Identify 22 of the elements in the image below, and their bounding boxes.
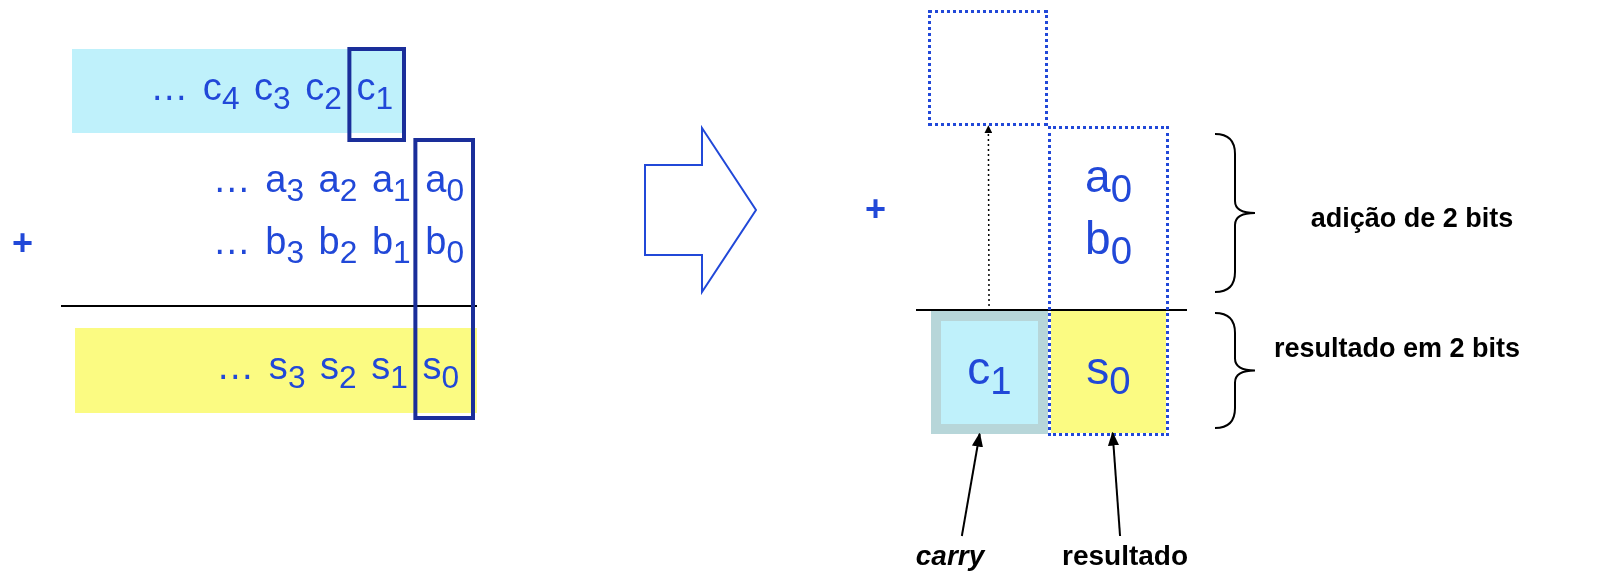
sum-digits: … s$_{3}$ s$_{2}$ s$_{1}$ s$_{0}$: [216, 345, 459, 396]
dotted-column: [1048, 126, 1169, 436]
brace-label: adição de 2 bits: [1309, 202, 1515, 235]
brace-label: resultado em 2 bits: [1272, 332, 1522, 365]
bit-symbol: a$_{0}$: [1085, 149, 1132, 212]
sum-cell: [1051, 311, 1166, 433]
sum-bit: s$_{0}$: [1086, 340, 1131, 404]
digit-row-text: … a$_{3}$ a$_{2}$ a$_{1}$ a$_{0}$: [211, 158, 464, 209]
carry-bit: c$_{1}$: [967, 341, 1012, 404]
digit-row-text: … b$_{3}$ b$_{2}$ b$_{1}$ b$_{0}$: [211, 220, 464, 271]
arrow: [960, 432, 983, 537]
arrow: [1107, 431, 1122, 537]
bit-symbol: b$_{0}$: [1085, 211, 1132, 274]
carry-cell: [931, 311, 1048, 434]
plus-sign: +: [865, 188, 888, 230]
sum-row-band: [75, 328, 477, 413]
carry-row-band: [72, 49, 405, 133]
result-caption: resultado: [1062, 540, 1188, 572]
dotted-box: [928, 10, 1048, 126]
carry-digits: … c$_{4}$ c$_{3}$ c$_{2}$ c$_{1}$: [150, 65, 393, 117]
plus-sign: +: [12, 222, 35, 264]
carry-caption: carry: [915, 540, 985, 572]
